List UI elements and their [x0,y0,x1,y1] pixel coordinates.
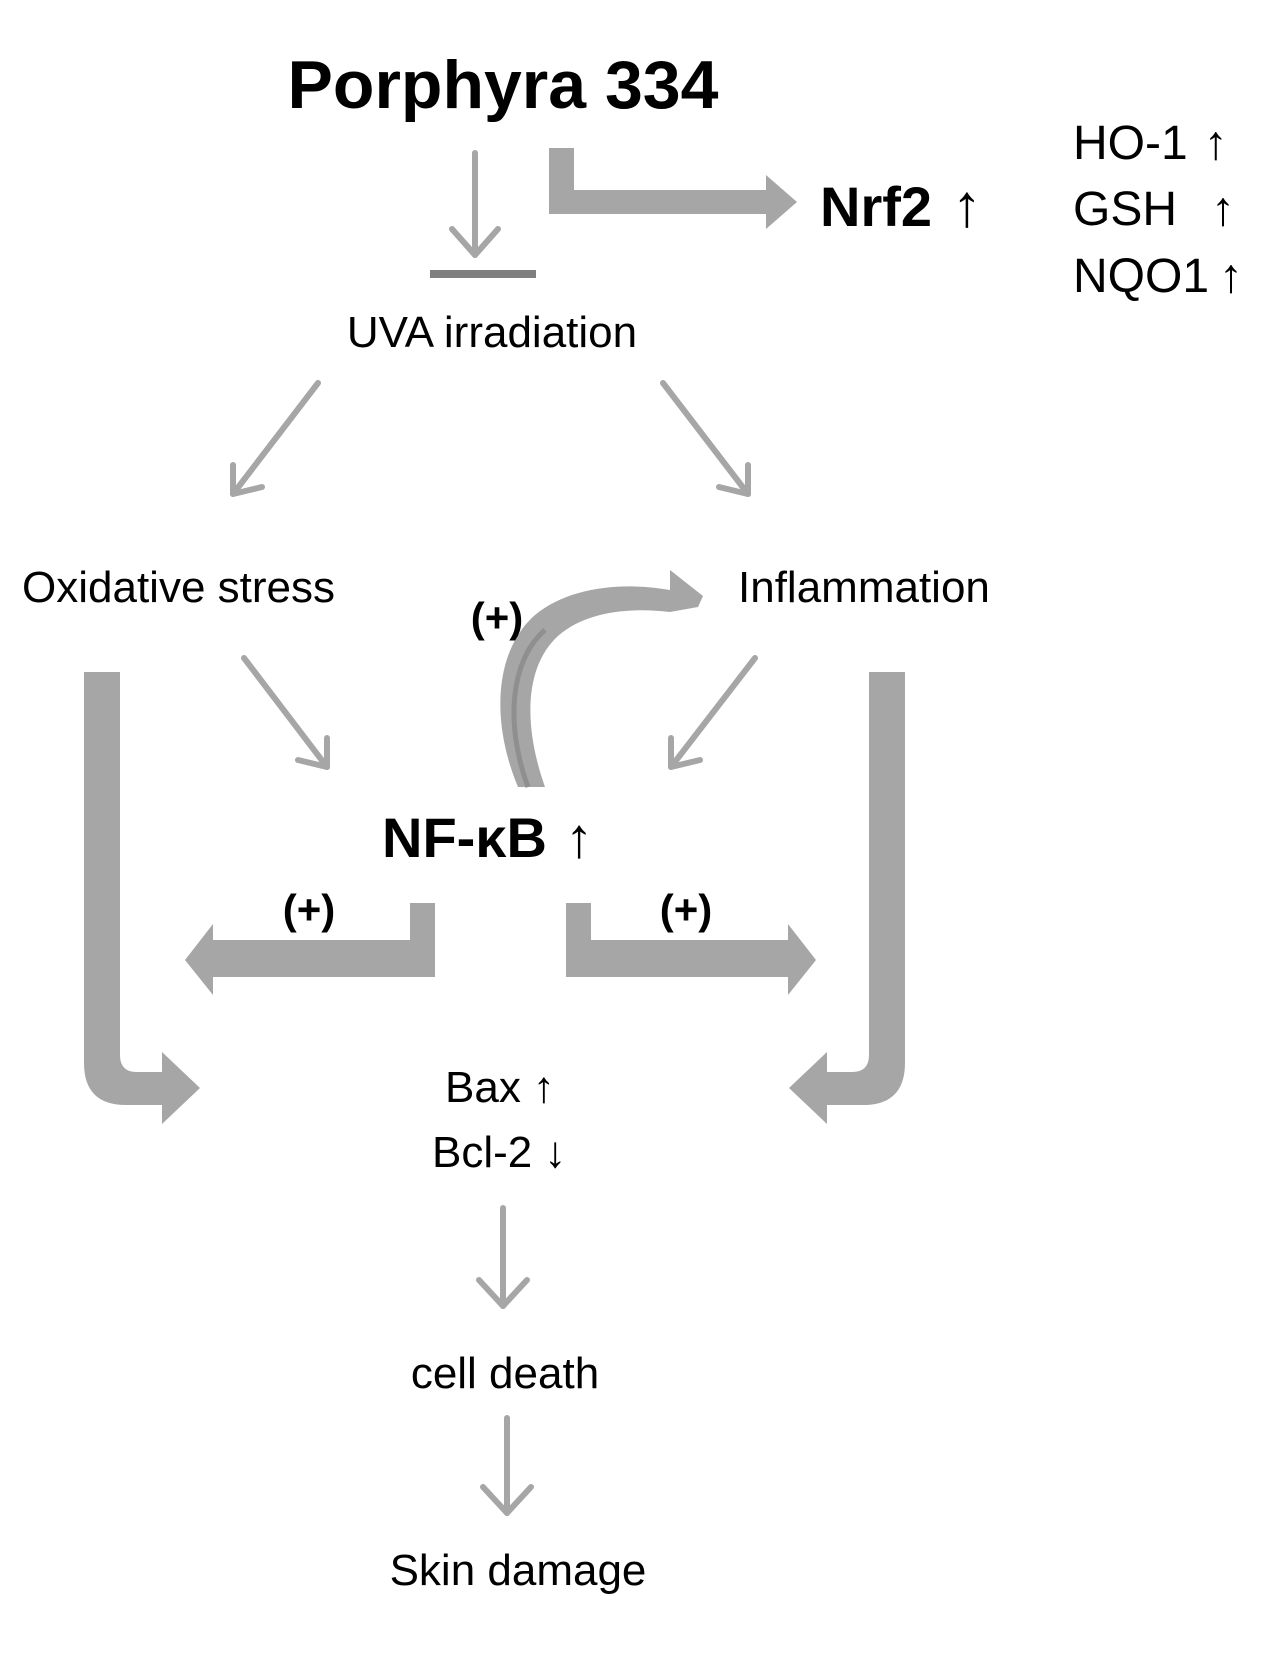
uva-label: UVA irradiation [347,308,637,357]
oxidative-stress-label: Oxidative stress [22,563,335,612]
porphyra-to-nrf2-arrow [549,148,797,229]
nrf2-label: Nrf2↑ [820,172,982,239]
target-gsh: GSH↑ [1073,183,1235,236]
nfkb-feedback-arrow [500,570,703,787]
inflammation-to-nfkb-arrow [668,655,758,770]
feedback-plus-label: (+) [471,594,524,641]
nfkb-left-arrow [185,903,435,995]
porphyra-to-uva-arrow [449,150,501,258]
bcl2-label: Bcl-2↓ [432,1128,566,1177]
celldeath-to-skindamage-arrow [480,1415,534,1516]
porphyra-label: Porphyra 334 [288,47,719,123]
inflammation-to-bax-arrow [789,672,905,1124]
oxidative-to-nfkb-arrow [241,655,330,770]
uva-to-inflammation-arrow [660,380,751,497]
cell-death-label: cell death [411,1349,599,1398]
target-nqo1: NQO1↑ [1073,250,1243,303]
nfkb-right-arrow [566,903,816,995]
target-ho1: HO-1↑ [1073,117,1228,170]
bax-label: Bax↑ [445,1063,555,1112]
feedback-arrow-shade [511,628,547,788]
uva-to-oxidative-arrow [230,380,321,497]
skin-damage-label: Skin damage [390,1546,647,1595]
inflammation-label: Inflammation [738,563,990,612]
left-plus-label: (+) [283,886,336,933]
bax-to-celldeath-arrow [476,1205,530,1309]
right-plus-label: (+) [660,886,713,933]
inhibition-bar [430,270,536,278]
oxidative-to-bax-arrow [84,672,200,1124]
nfkb-label: NF-κB↑ [382,806,593,869]
